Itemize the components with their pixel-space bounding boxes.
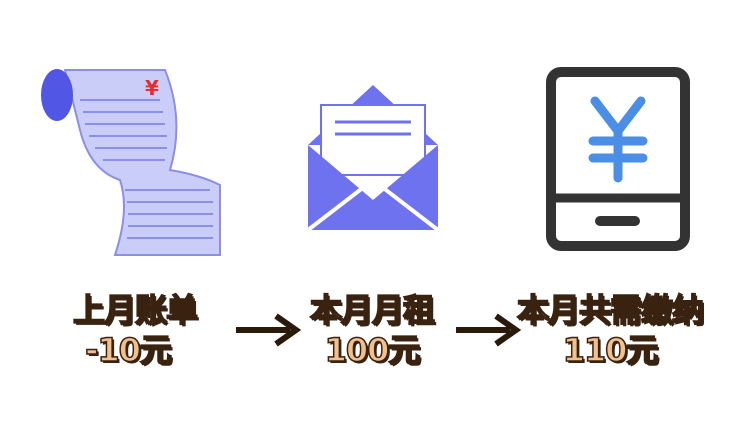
envelope-icon (306, 85, 440, 232)
arrow-right-icon (456, 313, 522, 347)
step-2-title: 本月月租 (309, 290, 436, 330)
phone-yen-icon (546, 67, 690, 251)
step-1-value: -10元 (84, 330, 172, 370)
arrow-right-icon (236, 313, 302, 347)
receipt-yen-symbol: ¥ (145, 76, 159, 100)
step-3-title: 本月共需缴纳 (516, 290, 705, 330)
step-2-value: 100元 (324, 330, 421, 370)
step-1-title: 上月账单 (72, 290, 199, 330)
step-3-value: 110元 (562, 330, 659, 370)
receipt-icon: ¥ (41, 69, 221, 256)
